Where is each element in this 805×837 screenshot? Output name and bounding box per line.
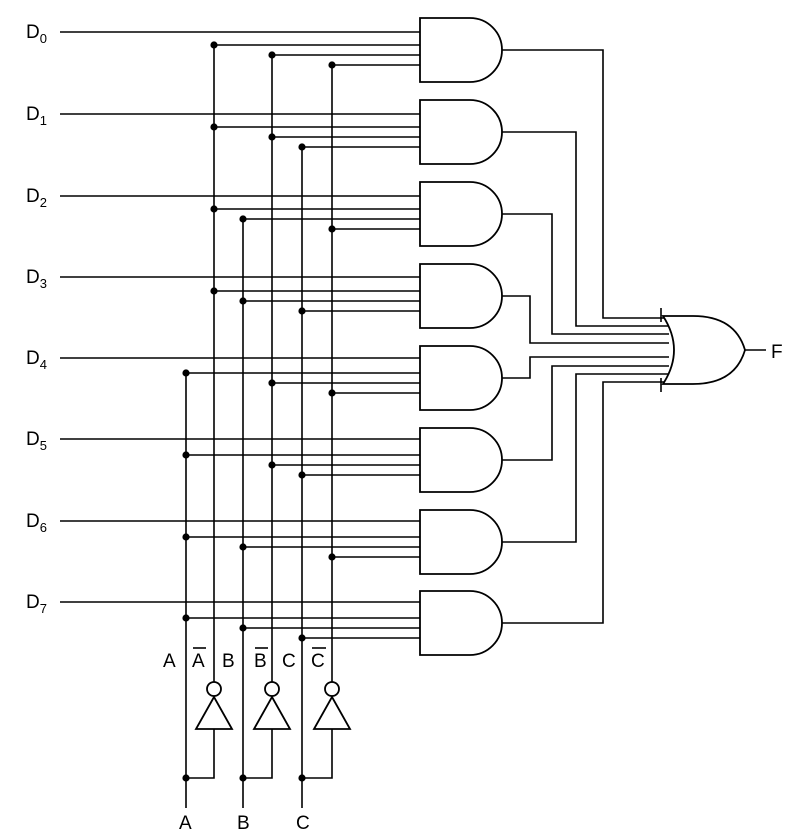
junction-dot-g6-b: [239, 543, 247, 551]
junction-dot-g0-a-bar: [210, 41, 218, 49]
data-input-label-5: D5: [26, 429, 47, 453]
and-output-wire-4: [502, 356, 669, 379]
select-label-c: C: [282, 651, 296, 672]
inverter-input-wire-a: [186, 729, 215, 779]
and-gate-0: [419, 17, 503, 83]
input-label-c: C: [296, 813, 310, 834]
data-input-label-2: D2: [26, 186, 47, 210]
junction-dot-g6-c-bar: [328, 553, 336, 561]
and-gate-3: [419, 263, 503, 329]
junction-dot-input-a: [182, 774, 190, 782]
junction-dot-g0-c-bar: [328, 61, 336, 69]
junction-dot-g3-a-bar: [210, 287, 218, 295]
output-label-f: F: [771, 342, 783, 363]
input-label-b: B: [237, 813, 250, 834]
select-label-b-bar: B: [254, 651, 267, 672]
and-output-wire-5: [502, 365, 669, 461]
junction-dots: [182, 41, 336, 782]
data-input-label-7: D7: [26, 592, 47, 616]
junction-dot-g5-b-bar: [268, 461, 276, 469]
select-label-a-bar: A: [192, 651, 205, 672]
select-label-c-bar: C: [311, 651, 325, 672]
inverter-bubble-a: [206, 681, 222, 697]
junction-dot-g6-a: [182, 533, 190, 541]
select-label-b: B: [222, 651, 235, 672]
junction-dot-g2-b: [239, 215, 247, 223]
junction-dot-g7-b: [239, 624, 247, 632]
and-output-wire-0: [502, 49, 669, 319]
inverter-triangle-b: [252, 695, 292, 730]
junction-dot-g1-a-bar: [210, 123, 218, 131]
junction-dot-input-c: [298, 774, 306, 782]
inverter-triangle-c: [312, 695, 352, 730]
and-output-wire-7: [502, 381, 669, 624]
and-gate-7: [419, 590, 503, 656]
and-output-wire-1: [502, 131, 669, 327]
data-input-label-3: D3: [26, 267, 47, 291]
data-input-label-0: D0: [26, 22, 47, 46]
and-gate-4: [419, 345, 503, 411]
data-input-labels: D0 D1 D2 D3 D4 D5 D6 D7: [26, 22, 47, 616]
gates: [194, 17, 746, 730]
junction-dot-g3-c: [298, 307, 306, 315]
junction-dot-g5-a: [182, 451, 190, 459]
junction-dot-g7-a: [182, 614, 190, 622]
junction-dot-g4-b-bar: [268, 379, 276, 387]
inverter-bubble-c: [324, 681, 340, 697]
junction-dot-g2-c-bar: [328, 225, 336, 233]
select-label-a: A: [163, 651, 176, 672]
junction-dot-g3-b: [239, 297, 247, 305]
wires: [60, 31, 766, 808]
inverter-input-wire-b: [243, 729, 273, 779]
inverter-triangle-a: [194, 695, 234, 730]
select-input-labels: A B C: [179, 813, 310, 834]
inverter-bubble-b: [264, 681, 280, 697]
junction-dot-g4-c-bar: [328, 389, 336, 397]
junction-dot-g5-c: [298, 471, 306, 479]
input-label-a: A: [179, 813, 192, 834]
or-gate: [661, 315, 746, 385]
junction-dot-g1-c: [298, 143, 306, 151]
and-output-wire-2: [502, 213, 669, 335]
junction-dot-g2-a-bar: [210, 205, 218, 213]
and-gate-6: [419, 509, 503, 575]
and-gate-5: [419, 427, 503, 493]
and-gate-2: [419, 181, 503, 247]
data-input-label-4: D4: [26, 348, 47, 372]
junction-dot-g0-b-bar: [268, 51, 276, 59]
junction-dot-g1-b-bar: [268, 133, 276, 141]
junction-dot-input-b: [239, 774, 247, 782]
select-line-labels: A A B B C C: [163, 647, 326, 672]
data-input-label-6: D6: [26, 511, 47, 535]
junction-dot-g4-a: [182, 369, 190, 377]
and-output-wire-3: [502, 295, 669, 344]
and-gate-1: [419, 99, 503, 165]
and-output-wire-6: [502, 373, 669, 543]
inverter-input-wire-c: [302, 729, 333, 779]
junction-dot-g7-c: [298, 634, 306, 642]
data-input-label-1: D1: [26, 104, 47, 128]
